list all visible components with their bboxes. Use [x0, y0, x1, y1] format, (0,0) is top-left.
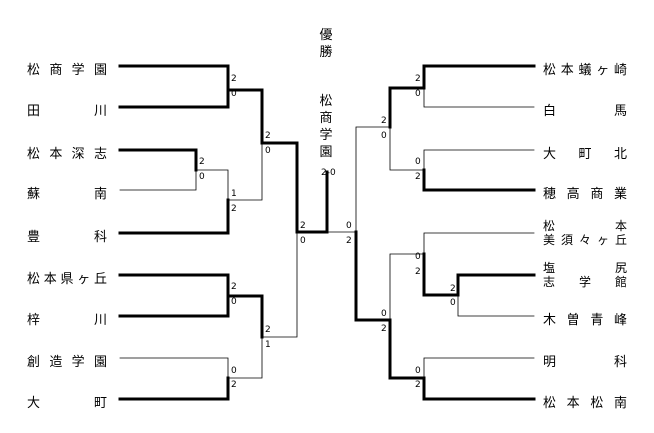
score: 0	[231, 297, 237, 307]
left-team-3: 松本深志	[27, 147, 107, 162]
bracket-line	[422, 64, 536, 90]
score: 0	[346, 221, 352, 231]
bracket-line	[423, 357, 535, 379]
left-team-8: 創造学園	[27, 355, 107, 370]
score: 0	[381, 309, 387, 319]
bracket-line	[260, 141, 299, 234]
bracket-line	[388, 86, 426, 129]
score: 1	[265, 340, 271, 350]
champion-name: 松商学園	[319, 93, 335, 161]
score: 2	[231, 74, 237, 84]
right-team-4: 穂高商業	[543, 187, 627, 202]
left-team-9: 大町	[27, 396, 107, 411]
left-team-6: 松本県ヶ丘	[27, 272, 107, 287]
right-team-1: 松本蟻ヶ崎	[543, 63, 627, 78]
right-team-6: 塩尻 志学館	[543, 261, 627, 289]
score: 2	[231, 380, 237, 390]
score: 2	[300, 221, 306, 231]
score: 2	[346, 236, 352, 246]
bracket-line	[119, 357, 229, 379]
bracket-line	[354, 230, 392, 322]
left-team-7: 梓川	[27, 313, 107, 328]
bracket-line	[389, 126, 425, 171]
bracket-line	[118, 148, 198, 172]
score: 2	[381, 324, 387, 334]
bracket-line	[118, 64, 230, 92]
bracket-line	[227, 336, 263, 379]
score: 0	[265, 146, 271, 156]
score: 0	[231, 89, 237, 99]
right-team-7: 木曽青峰	[543, 313, 627, 328]
right-team-9: 松本松南	[543, 396, 627, 411]
score: 2	[415, 380, 421, 390]
right-team-2: 白馬	[543, 104, 627, 119]
bracket-line	[388, 318, 426, 380]
score: 0	[415, 252, 421, 262]
left-team-4: 蘇南	[27, 187, 107, 202]
score: 1	[231, 189, 237, 199]
left-team-2: 田川	[27, 104, 107, 119]
bracket-line	[423, 232, 535, 255]
right-team-5-line1: 松本	[543, 219, 627, 233]
score: 2	[450, 284, 456, 294]
bracket-line	[226, 88, 264, 145]
score: 2	[415, 172, 421, 182]
champion-score: 2-0	[321, 168, 336, 178]
right-team-6-line2: 志学館	[543, 275, 627, 289]
bracket-line	[226, 294, 264, 339]
score: 0	[415, 366, 421, 376]
bracket-line	[118, 198, 230, 235]
bracket-line	[195, 169, 229, 201]
score: 2	[265, 131, 271, 141]
bracket-line	[422, 168, 536, 192]
score: 2	[415, 267, 421, 277]
score: 0	[300, 236, 306, 246]
champion-name-text: 松商学園	[319, 94, 333, 160]
left-team-5: 豊科	[27, 230, 107, 245]
bracket-line	[261, 231, 298, 338]
bracket-line	[227, 142, 263, 201]
score: 2	[415, 74, 421, 84]
bracket-line	[118, 376, 230, 401]
bracket-line	[456, 273, 536, 297]
score: 0	[415, 157, 421, 167]
score: 0	[450, 298, 456, 308]
score: 2	[231, 204, 237, 214]
bracket-line	[118, 273, 230, 298]
score: 2	[265, 325, 271, 335]
bracket-line	[355, 126, 391, 233]
bracket-line	[422, 376, 536, 401]
score: 2	[231, 282, 237, 292]
score: 0	[381, 131, 387, 141]
score: 0	[199, 172, 205, 182]
score: 0	[231, 366, 237, 376]
right-team-6-line1: 塩尻	[543, 261, 627, 275]
score: 2	[199, 157, 205, 167]
right-team-5-line2: 美須々ヶ丘	[543, 233, 627, 247]
right-team-5: 松本 美須々ヶ丘	[543, 219, 627, 247]
bracket-line	[423, 87, 535, 108]
bracket-line	[118, 88, 230, 109]
champion-label-text: 優勝	[319, 28, 333, 60]
score: 0	[415, 89, 421, 99]
bracket-line	[422, 252, 460, 297]
left-team-1: 松商学園	[27, 63, 107, 78]
champion-label: 優勝	[319, 27, 335, 61]
bracket-line	[119, 169, 197, 191]
bracket-line	[118, 294, 230, 318]
bracket-line	[389, 253, 425, 321]
right-team-3: 大町北	[543, 147, 627, 162]
score: 2	[381, 116, 387, 126]
bracket-line	[423, 149, 535, 171]
bracket-line	[457, 294, 535, 317]
right-team-8: 明科	[543, 355, 627, 370]
